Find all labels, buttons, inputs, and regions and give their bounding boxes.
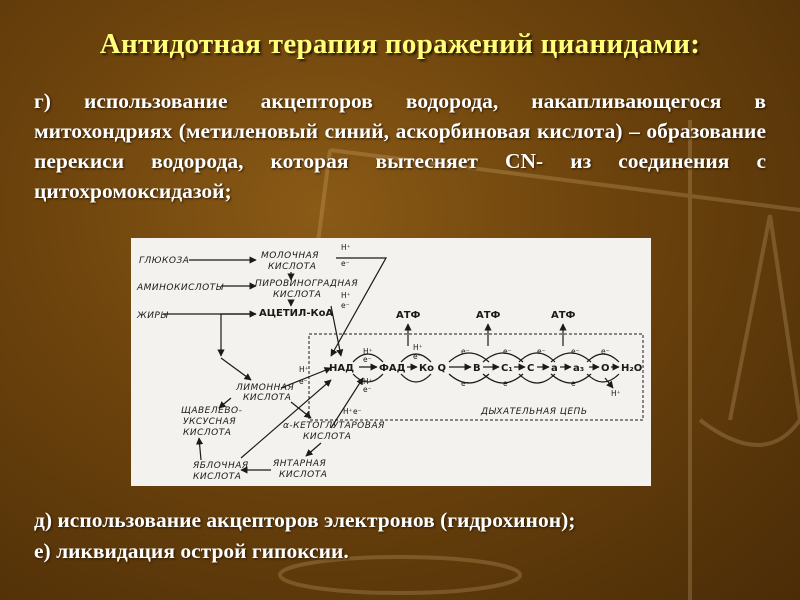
oxaloacetic-line3: КИСЛОТА	[183, 428, 231, 438]
chain-proton-1: H⁺	[363, 347, 373, 356]
respiratory-chain-diagram: ГЛЮКОЗА АМИНОКИСЛОТЫ ЖИРЫ МОЛОЧНАЯ КИСЛО…	[131, 238, 651, 486]
chain-electron-5: e⁻	[537, 347, 546, 356]
chain-a3: a₃	[573, 363, 584, 374]
atp-3: АТФ	[551, 310, 576, 321]
succinic-line1: ЯНТАРНАЯ	[272, 459, 326, 469]
substrate-glucose: ГЛЮКОЗА	[139, 256, 189, 266]
electron-bottom: e⁻	[353, 407, 362, 416]
citric-acid-line2: КИСЛОТА	[243, 393, 291, 403]
chain-coq: Ко Q	[419, 363, 446, 374]
chain-electron-6: e⁻	[571, 347, 580, 356]
atp-1: АТФ	[396, 310, 421, 321]
chain-nad: НАД	[329, 363, 354, 374]
substrate-fats: ЖИРЫ	[136, 311, 168, 321]
ketoglutaric-line2: КИСЛОТА	[303, 432, 351, 442]
chain-b: B	[473, 363, 481, 374]
lactic-acid-line2: КИСЛОТА	[268, 262, 316, 272]
chain-o: O	[601, 363, 610, 374]
chain-fad: ФАД	[379, 363, 406, 374]
proton-top: H⁺	[341, 243, 351, 252]
proton-krebs: H⁺	[299, 365, 309, 374]
chain-electron-3: e⁻	[461, 347, 470, 356]
chain-proton-out: H⁺	[611, 389, 621, 398]
chain-electron-4: e⁻	[503, 347, 512, 356]
chain-proton-2: H⁺	[413, 343, 423, 352]
chain-electron-7: e⁻	[601, 347, 610, 356]
oxaloacetic-line2: УКСУСНАЯ	[183, 417, 236, 427]
chain-electron-1: e⁻	[363, 355, 372, 364]
citric-acid-line1: ЛИМОННАЯ	[235, 383, 294, 393]
line-hypoxia: е) ликвидация острой гипоксии.	[34, 539, 349, 563]
electron-top: e⁻	[341, 259, 350, 268]
chain-a: a	[551, 363, 558, 374]
electron-krebs: e⁻	[299, 377, 308, 386]
chain-electron-10: e⁻	[571, 379, 580, 388]
electron-pyruvic: e⁻	[341, 301, 350, 310]
atp-2: АТФ	[476, 310, 501, 321]
chain-c: C	[527, 363, 534, 374]
pyruvic-acid-line2: КИСЛОТА	[273, 290, 321, 300]
respiratory-chain-label: ДЫХАТЕЛЬНАЯ ЦЕПЬ	[480, 407, 588, 417]
arrow-acetyl-citric	[217, 313, 256, 357]
respiratory-chain-box	[308, 333, 644, 421]
malic-line2: КИСЛОТА	[193, 472, 241, 482]
substrate-amino-acids: АМИНОКИСЛОТЫ	[136, 283, 224, 293]
proton-bottom: H⁺	[343, 407, 353, 416]
slide-title: Антидотная терапия поражений цианидами:	[99, 28, 701, 60]
oxaloacetic-line1: ЩАВЕЛЕВО-	[181, 406, 242, 416]
line-electron-acceptors: д) использование акцепторов электронов (…	[34, 508, 576, 532]
bottom-list: д) использование акцепторов электронов (…	[34, 505, 774, 567]
chain-electron-2: e⁻	[413, 352, 422, 361]
acetyl-coa: АЦЕТИЛ-КоА	[259, 308, 334, 319]
chain-electron-9: e⁻	[503, 379, 512, 388]
proton-pyruvic: H⁺	[341, 291, 351, 300]
paragraph-hydrogen-acceptors: г) использование акцепторов водорода, на…	[34, 89, 766, 203]
chain-electron-8: e⁻	[461, 379, 470, 388]
chain-proton-3: H⁺	[363, 377, 373, 386]
chain-electron-11: e⁻	[363, 385, 372, 394]
malic-line1: ЯБЛОЧНАЯ	[192, 461, 249, 471]
lactic-acid-line1: МОЛОЧНАЯ	[261, 251, 319, 261]
ketoglutaric-line1: α-КЕТОГЛУТАРОВАЯ	[283, 421, 385, 431]
pyruvic-acid-line1: ПИРОВИНОГРАДНАЯ	[255, 279, 358, 289]
succinic-line2: КИСЛОТА	[279, 470, 327, 480]
arrow-to-nad	[330, 257, 388, 357]
chain-h2o: H₂O	[621, 363, 642, 374]
chain-c1: C₁	[501, 363, 513, 374]
